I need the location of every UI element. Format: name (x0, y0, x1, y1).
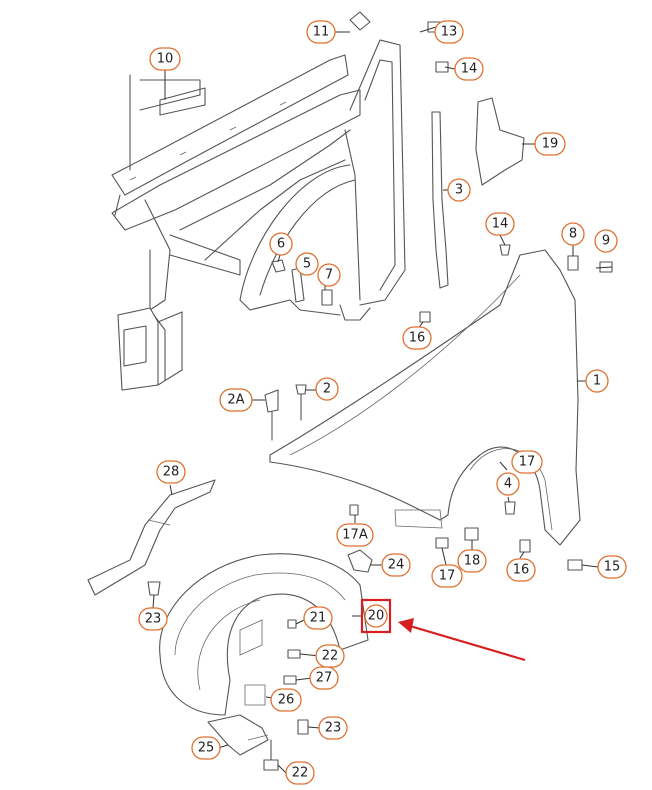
callout-7: 7 (317, 263, 341, 287)
svg-text:28: 28 (163, 465, 180, 480)
callout-25: 25 (191, 736, 221, 760)
svg-text:16: 16 (513, 563, 530, 578)
svg-text:15: 15 (604, 560, 621, 575)
svg-text:26: 26 (278, 693, 295, 708)
seal-strip-28 (87, 479, 216, 596)
callout-10: 10 (149, 47, 181, 71)
svg-text:17A: 17A (342, 528, 368, 543)
callout-14-top: 14 (454, 57, 484, 81)
callout-18: 18 (457, 549, 487, 573)
callout-16-top: 16 (402, 326, 432, 350)
svg-text:27: 27 (316, 671, 333, 686)
callout-8: 8 (561, 222, 585, 246)
svg-text:11: 11 (313, 25, 330, 40)
svg-text:1: 1 (593, 374, 601, 389)
callout-17A: 17A (336, 523, 374, 547)
svg-text:17: 17 (519, 455, 536, 470)
callout-27: 27 (309, 666, 339, 690)
callout-23-left: 23 (138, 607, 168, 631)
svg-text:23: 23 (325, 721, 342, 736)
svg-text:9: 9 (602, 234, 610, 249)
callout-22-lower: 22 (285, 761, 315, 785)
svg-text:10: 10 (157, 52, 174, 67)
callout-20-highlighted[interactable]: 20 (360, 598, 392, 634)
svg-text:3: 3 (455, 183, 463, 198)
svg-text:13: 13 (441, 25, 458, 40)
clip-24 (347, 549, 373, 573)
svg-text:23: 23 (145, 612, 162, 627)
svg-text:7: 7 (325, 268, 333, 283)
svg-text:2A: 2A (227, 393, 244, 408)
svg-text:2: 2 (323, 382, 331, 397)
svg-text:5: 5 (303, 257, 311, 272)
svg-text:20: 20 (368, 609, 385, 624)
svg-text:14: 14 (492, 217, 509, 232)
svg-text:16: 16 (409, 331, 426, 346)
callout-23-bottom: 23 (318, 716, 348, 740)
callout-16-bottom: 16 (506, 558, 536, 582)
callout-11: 11 (306, 20, 336, 44)
callout-21: 21 (303, 606, 333, 630)
callout-22-upper: 22 (315, 644, 345, 668)
bracket-3 (431, 111, 449, 289)
svg-text:17: 17 (439, 569, 456, 584)
callout-28: 28 (156, 460, 186, 484)
wheel-housing-liner-20 (159, 553, 369, 716)
callout-1: 1 (585, 369, 609, 393)
svg-text:6: 6 (277, 237, 285, 252)
callout-19: 19 (534, 132, 566, 156)
svg-text:22: 22 (322, 649, 339, 664)
svg-text:25: 25 (198, 741, 215, 756)
callout-17-arch: 17 (511, 450, 543, 474)
svg-text:14: 14 (461, 62, 478, 77)
callout-2A: 2A (219, 388, 253, 412)
callout-24: 24 (381, 553, 411, 577)
svg-text:19: 19 (542, 137, 559, 152)
callout-5: 5 (295, 252, 319, 276)
callout-26: 26 (270, 688, 302, 712)
svg-text:21: 21 (310, 611, 327, 626)
callout-9: 9 (594, 229, 618, 253)
bracket-19 (475, 97, 525, 186)
front-structure (111, 39, 406, 391)
callout-3: 3 (447, 178, 471, 202)
svg-text:22: 22 (292, 766, 309, 781)
svg-text:4: 4 (504, 477, 512, 492)
svg-text:18: 18 (464, 554, 481, 569)
callout-4: 4 (496, 472, 520, 496)
callout-15: 15 (597, 555, 627, 579)
callout-6: 6 (269, 232, 293, 256)
pointer-arrow (398, 618, 526, 662)
callout-13: 13 (434, 20, 464, 44)
svg-text:24: 24 (388, 558, 405, 573)
svg-text:8: 8 (569, 227, 577, 242)
fender-1 (269, 249, 581, 546)
callout-14-fender: 14 (485, 212, 515, 236)
callout-17-bottom: 17 (431, 564, 463, 588)
callout-2: 2 (315, 377, 339, 401)
